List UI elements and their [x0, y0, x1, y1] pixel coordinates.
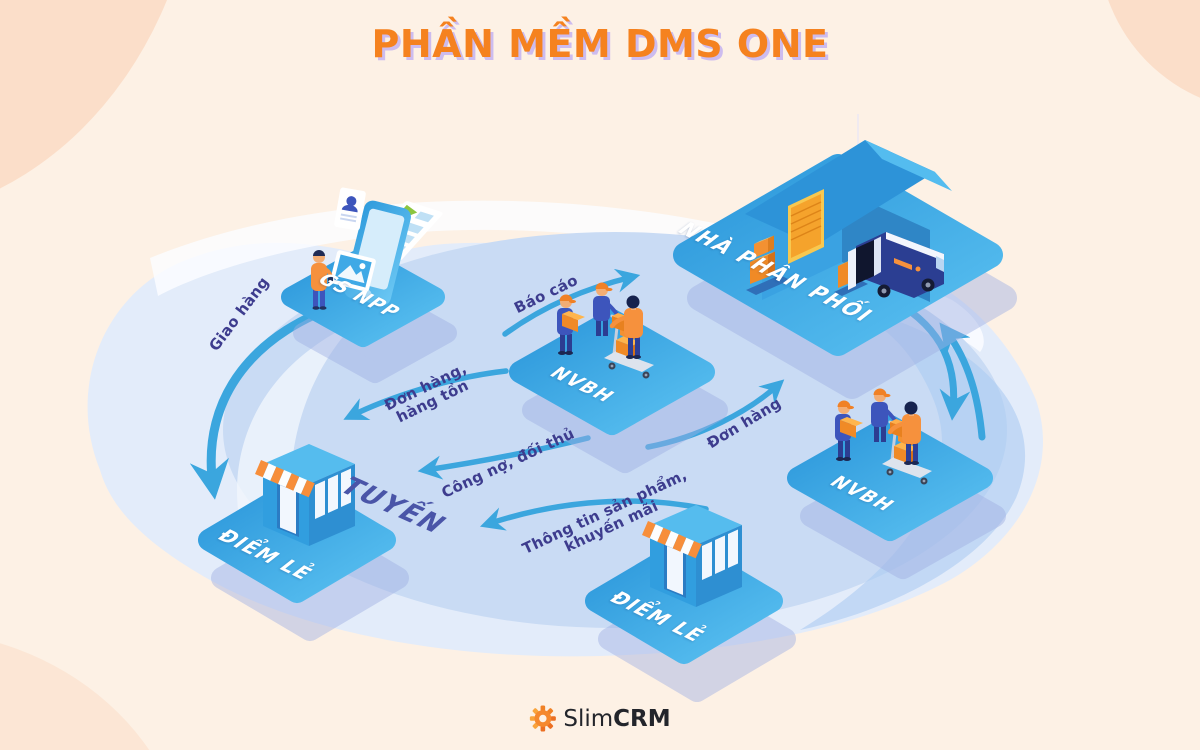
brand-text-slim: Slim: [563, 705, 614, 732]
warehouse-truck-illustration: [745, 114, 952, 302]
flow-arrows: [189, 268, 986, 531]
arrow-thong-tin: [479, 498, 709, 531]
arrow-don-hang-hang-ton: [343, 368, 509, 420]
page-title: PHẦN MỀM DMS ONE: [371, 22, 829, 66]
supervisor-with-phone-illustration: [311, 187, 443, 310]
tile-nvbh-right: [787, 415, 993, 541]
brand-logo: SlimCRM: [529, 705, 671, 732]
brand-text-crm: CRM: [613, 705, 671, 732]
arrow-don-hang: [645, 379, 785, 450]
arrow-right-up: [939, 322, 986, 441]
gear-icon: [529, 705, 556, 732]
arrow-cong-no-doi-thu: [417, 435, 591, 480]
tile-nvbh-center: [509, 309, 715, 435]
